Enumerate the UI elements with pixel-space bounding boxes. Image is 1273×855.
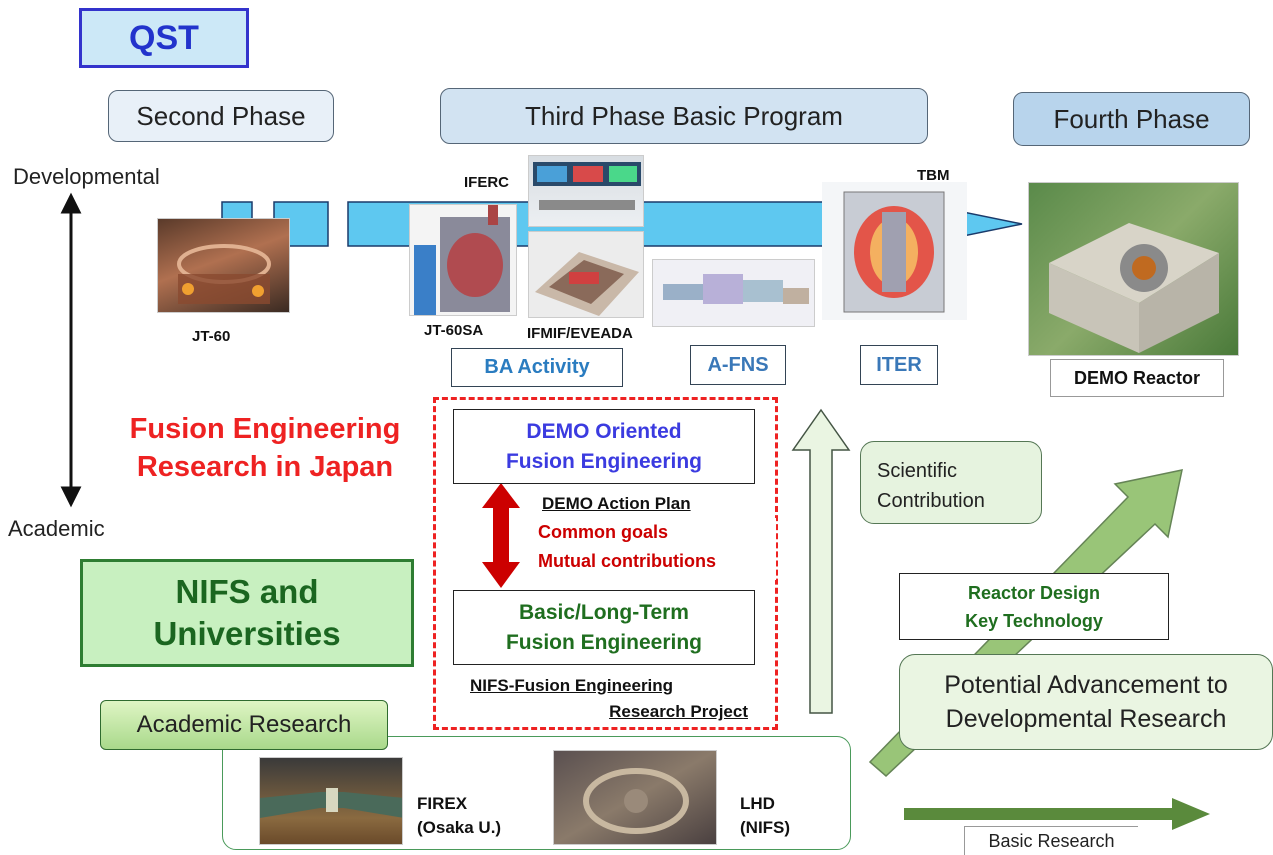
nifs-project-line1: NIFS-Fusion Engineering (470, 676, 674, 695)
fusion-title-line1: Fusion Engineering (129, 413, 401, 445)
second-phase-label: Second Phase (108, 90, 334, 142)
reactor-design-line1: Reactor Design (967, 582, 1101, 603)
basic-long-line1: Basic/Long-Term (519, 600, 689, 624)
axis-academic: Academic (8, 516, 105, 541)
nifs-universities-box: NIFS and Universities (80, 559, 414, 667)
potential-advancement-box: Potential Advancement to Developmental R… (899, 654, 1273, 750)
demo-reactor-label: DEMO Reactor (1073, 367, 1201, 388)
demo-oriented-line2: Fusion Engineering (505, 449, 702, 473)
demo-illustration (1049, 223, 1219, 353)
jt60-image (157, 218, 290, 313)
firex-line1: FIREX (417, 794, 468, 813)
lhd-label: LHD (NIFS) (740, 792, 790, 840)
scientific-contribution-box: Scientific Contribution (860, 441, 1042, 524)
iferc-label: IFERC (464, 174, 509, 191)
lhd-line2: (NIFS) (740, 818, 791, 837)
lhd-illustration (583, 768, 689, 834)
nifs-line1: NIFS and (175, 573, 319, 610)
lhd-line1: LHD (740, 794, 775, 813)
common-goals-line1: Common goals (538, 522, 669, 542)
basic-research-arrow (904, 798, 1210, 830)
potential-line2: Developmental Research (945, 705, 1227, 733)
vertical-axis-arrow (60, 192, 82, 508)
firex-label: FIREX (Osaka U.) (417, 792, 501, 840)
sci-line2: Contribution (877, 490, 985, 512)
jt60-illustration (177, 244, 271, 304)
academic-facilities-box (222, 736, 851, 850)
common-goals-box: Common goals Mutual contributions (530, 518, 776, 580)
third-phase-label: Third Phase Basic Program (440, 88, 928, 144)
fusion-engineering-title: Fusion Engineering Research in Japan (100, 410, 430, 486)
demo-reactor-image (1028, 182, 1239, 356)
fourth-phase-label: Fourth Phase (1013, 92, 1250, 146)
afns-label: A-FNS (690, 345, 786, 385)
sci-line1: Scientific (877, 460, 958, 482)
demo-reactor-label-box: DEMO Reactor (1050, 359, 1224, 397)
reactor-design-line2: Key Technology (965, 610, 1103, 631)
common-goals-line2: Mutual contributions (538, 551, 716, 571)
fusion-title-line2: Research in Japan (136, 451, 394, 483)
red-double-arrow (482, 483, 520, 588)
lhd-image (553, 750, 717, 845)
basic-long-line2: Fusion Engineering (505, 630, 702, 654)
iter-image (822, 182, 967, 320)
ifmif-image (528, 231, 644, 318)
academic-research-label: Academic Research (100, 700, 388, 750)
iter-illustration (843, 191, 945, 313)
axis-developmental: Developmental (13, 164, 160, 189)
basic-research-label: Basic Research (964, 826, 1138, 855)
jt60-label: JT-60 (192, 328, 231, 345)
basic-long-term-box: Basic/Long-Term Fusion Engineering (453, 590, 755, 665)
qst-logo: QST (79, 8, 249, 68)
potential-line1: Potential Advancement to (944, 671, 1228, 699)
firex-image (259, 757, 403, 845)
afns-illustration (663, 274, 809, 304)
demo-oriented-box: DEMO Oriented Fusion Engineering (453, 409, 755, 484)
jt60sa-label: JT-60SA (424, 322, 484, 339)
nifs-project-line2: Research Project (609, 702, 748, 721)
scientific-up-arrow (791, 408, 851, 714)
nifs-line2: Universities (153, 615, 341, 652)
iter-label: ITER (860, 345, 938, 385)
firex-line2: (Osaka U.) (417, 818, 502, 837)
jt60sa-image (409, 204, 517, 316)
jt60sa-illustration (414, 205, 510, 315)
ifmif-label: IFMIF/EVEADA (527, 325, 633, 342)
red-dashed-frame (433, 397, 778, 730)
firex-illustration (260, 788, 402, 818)
demo-oriented-line1: DEMO Oriented (526, 419, 682, 443)
afns-image (652, 259, 815, 327)
demo-action-plan-label: DEMO Action Plan (542, 494, 691, 513)
nifs-project-label: NIFS-Fusion Engineering Research Project (470, 673, 748, 725)
reactor-design-box: Reactor Design Key Technology (899, 573, 1169, 640)
iferc-illustration (533, 162, 641, 210)
tbm-label: TBM (917, 167, 950, 184)
ifmif-illustration (535, 252, 639, 316)
ba-activity-label: BA Activity (451, 348, 623, 387)
iferc-image (528, 155, 644, 227)
